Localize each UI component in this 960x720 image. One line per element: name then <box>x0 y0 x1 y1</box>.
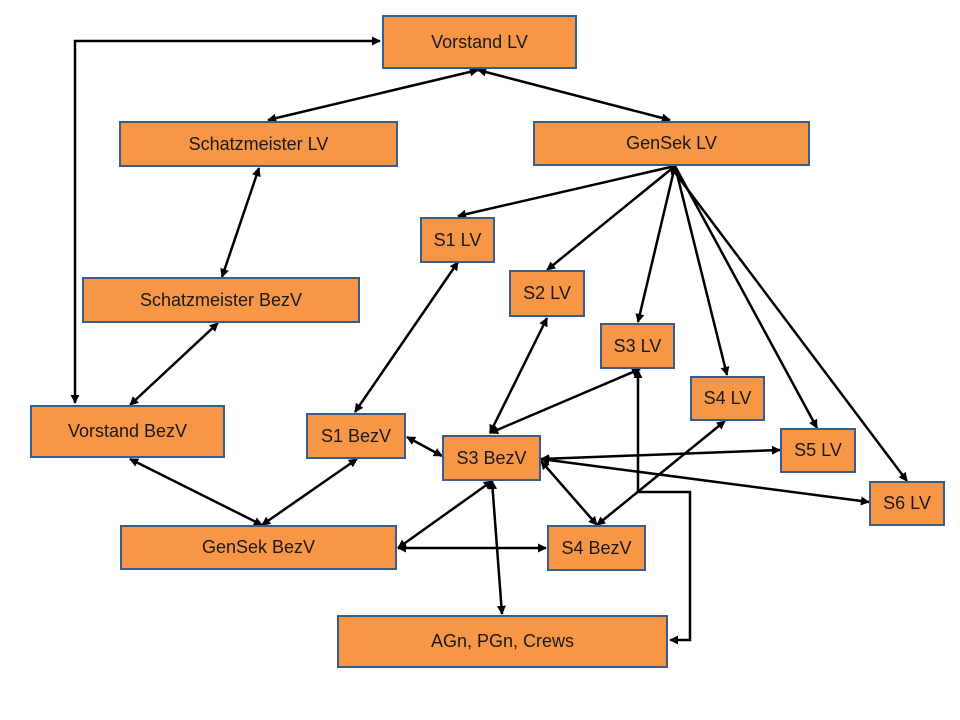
node-s5-lv: S5 LV <box>780 428 856 473</box>
node-label: S3 LV <box>613 335 662 356</box>
edge-vorstand-lv-vorstand-bezv <box>70 36 381 404</box>
node-s1-lv: S1 LV <box>420 217 495 263</box>
node-vorstand-lv: Vorstand LV <box>382 15 577 69</box>
node-label: S5 LV <box>794 440 842 460</box>
edge-gensek-lv-s3-lv <box>635 165 677 323</box>
node-s2-lv: S2 LV <box>509 270 585 317</box>
node-label: Vorstand LV <box>431 31 528 52</box>
edge-s3-bezv-gensek-bezv <box>397 479 493 550</box>
edge-vorstand-bezv-gensek-bezv <box>129 457 263 527</box>
edge-gensek-lv-s1-lv <box>457 164 676 219</box>
node-s1-bezv: S1 BezV <box>306 413 406 459</box>
edge-s4-bezv-s4-lv <box>596 420 726 526</box>
node-label: AGn, PGn, Crews <box>430 631 575 651</box>
edge-vorstand-lv-gensek-lv <box>477 67 671 123</box>
edge-s1-bezv-s1-lv <box>353 261 460 413</box>
edge-schatzmeister-lv-schatzmeister-bezv <box>220 167 261 278</box>
edge-s3-bezv-agn-pgn-crews <box>488 480 506 615</box>
node-gensek-lv: GenSek LV <box>533 121 810 166</box>
edge-gensek-lv-s2-lv <box>546 165 676 271</box>
node-vorstand-bezv: Vorstand BezV <box>30 405 225 458</box>
node-schatzmeister-bezv: Schatzmeister BezV <box>82 277 360 323</box>
edge-s3-lv-agn-pgn-crews <box>633 369 692 645</box>
edge-s1-bezv-s3-bezv <box>406 435 443 458</box>
node-label: S1 LV <box>433 229 482 250</box>
node-label: S2 LV <box>523 283 571 303</box>
edge-gensek-bezv-s1-bezv <box>261 457 358 527</box>
node-label: GenSek LV <box>626 133 717 153</box>
node-agn-pgn-crews: AGn, PGn, Crews <box>337 615 668 668</box>
edge-s3-bezv-s4-bezv <box>540 460 598 526</box>
node-label: GenSek BezV <box>201 537 316 557</box>
edge-schatzmeister-bezv-vorstand-bezv <box>129 322 219 406</box>
edge-s3-bezv-s5-lv <box>540 445 781 464</box>
node-s6-lv: S6 LV <box>869 481 945 526</box>
edge-gensek-lv-s4-lv <box>673 165 730 376</box>
edge-vorstand-lv-schatzmeister-lv <box>267 67 479 123</box>
node-s3-bezv: S3 BezV <box>442 435 541 481</box>
node-label: S6 LV <box>883 493 931 513</box>
node-label: Vorstand BezV <box>67 421 188 441</box>
node-label: S3 BezV <box>456 447 527 468</box>
node-label: S1 BezV <box>320 425 392 446</box>
edge-gensek-lv-s6-lv <box>669 165 908 482</box>
node-gensek-bezv: GenSek BezV <box>120 525 397 570</box>
node-label: Schatzmeister BezV <box>139 289 303 310</box>
node-schatzmeister-lv: Schatzmeister LV <box>119 121 398 167</box>
node-s3-lv: S3 LV <box>600 323 675 369</box>
node-s4-lv: S4 LV <box>690 376 765 421</box>
edge-s3-bezv-s3-lv <box>489 367 641 435</box>
node-label: S4 LV <box>703 388 752 408</box>
node-label: Schatzmeister LV <box>188 133 329 154</box>
edge-s3-bezv-s2-lv <box>488 317 549 434</box>
node-s4-bezv: S4 BezV <box>547 525 646 571</box>
node-label: S4 BezV <box>561 537 632 558</box>
